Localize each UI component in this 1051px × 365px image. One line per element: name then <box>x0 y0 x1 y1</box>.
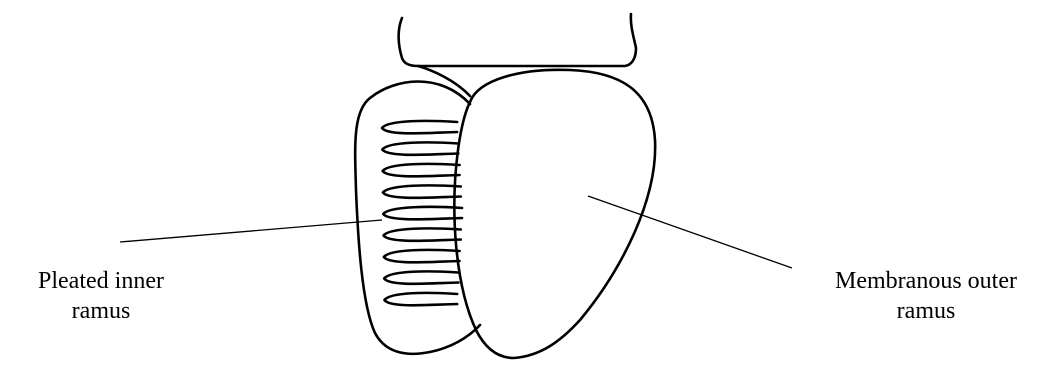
outer-ramus-label-line2: ramus <box>800 296 1051 326</box>
pleat <box>383 185 461 197</box>
pleat <box>384 250 460 262</box>
pleat <box>382 142 458 154</box>
pleat <box>383 164 460 176</box>
outer-ramus-outline <box>454 70 655 358</box>
pleat <box>383 207 462 219</box>
inner-ramus-label-line2: ramus <box>8 296 194 326</box>
inner-ramus-label: Pleated inner ramus <box>8 266 194 326</box>
outer-ramus-leader-line <box>588 196 792 268</box>
pleat <box>382 121 457 133</box>
pleat <box>384 228 461 240</box>
inner-ramus-leader-line <box>120 220 382 242</box>
outer-ramus-label-line1: Membranous outer <box>800 266 1051 296</box>
inner-ramus-label-line1: Pleated inner <box>8 266 194 296</box>
pleat <box>384 271 458 283</box>
basal-segment <box>399 14 636 66</box>
pleats-group <box>382 121 462 305</box>
outer-ramus-label: Membranous outer ramus <box>800 266 1051 326</box>
pleat <box>384 293 457 305</box>
